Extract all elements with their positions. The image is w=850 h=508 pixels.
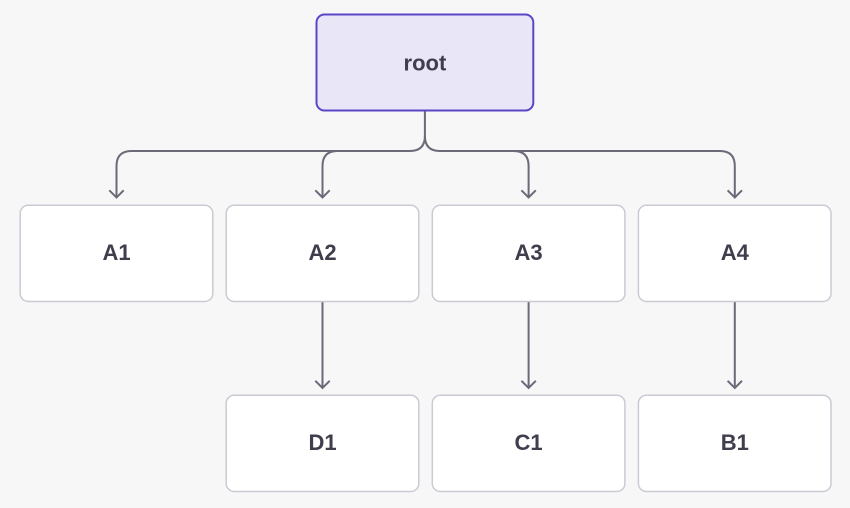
svg-text:A4: A4	[721, 240, 750, 265]
svg-text:A2: A2	[308, 240, 336, 265]
svg-text:B1: B1	[721, 430, 749, 455]
svg-text:root: root	[404, 51, 447, 76]
svg-text:C1: C1	[515, 430, 543, 455]
svg-text:A3: A3	[515, 240, 543, 265]
svg-text:A1: A1	[102, 240, 130, 265]
svg-text:D1: D1	[308, 430, 336, 455]
